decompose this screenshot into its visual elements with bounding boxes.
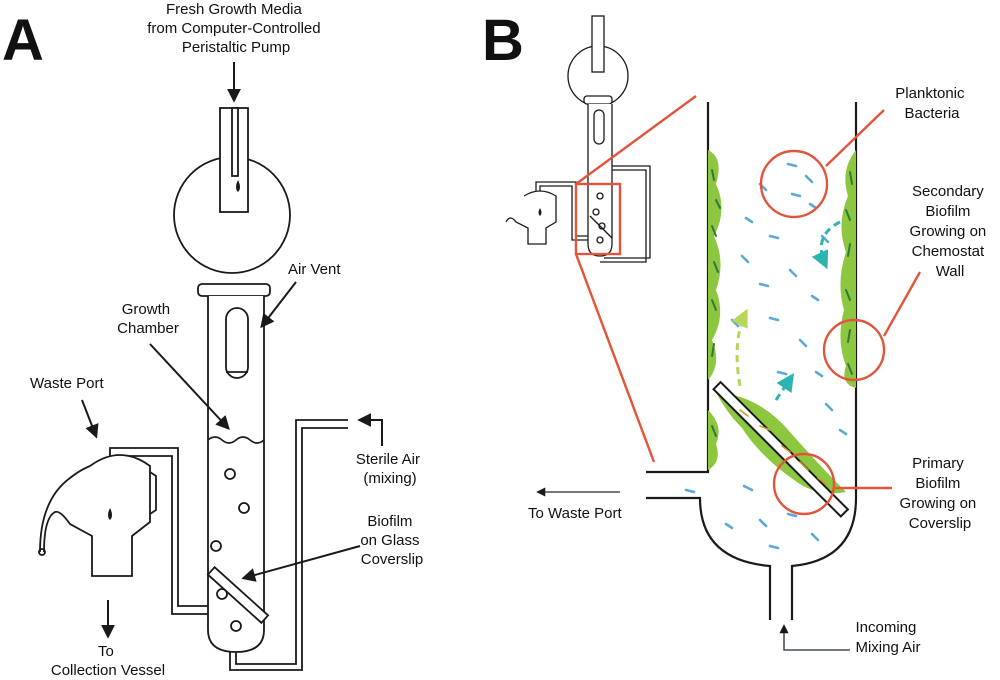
planktonic-leader <box>825 109 885 167</box>
incoming-air-arrow <box>779 624 850 651</box>
left-wall-biofilm-lower <box>708 410 719 470</box>
coverslip-b <box>712 380 850 518</box>
sterile-air-arrow <box>357 413 383 446</box>
detachment-arrow <box>731 308 748 387</box>
enlarged-vessel <box>646 102 858 620</box>
settling-arrow <box>811 220 841 270</box>
right-wall-biofilm <box>840 150 856 388</box>
wall-biofilm <box>708 150 856 470</box>
zoom-box <box>574 182 622 256</box>
incoming-air-label: Incoming Mixing Air <box>855 619 920 656</box>
coverslip-glass <box>712 380 850 518</box>
panel-b: B <box>482 8 991 656</box>
planktonic-bacteria <box>684 162 848 550</box>
sterile-air-label: Sterile Air (mixing) <box>356 451 424 487</box>
biofilm-label: Biofilm on Glass Coverslip <box>360 513 423 568</box>
media-drop-icon <box>236 180 240 192</box>
waste-port-label-b: To Waste Port <box>528 505 622 522</box>
waste-port-label: Waste Port <box>30 375 104 392</box>
secondary-label: Secondary Biofilm Growing on Chemostat W… <box>910 183 991 280</box>
highlight-circles <box>759 109 922 516</box>
planktonic-label: Planktonic Bacteria <box>895 85 968 122</box>
secondary-circle <box>822 318 886 382</box>
wall-biofilm-cells <box>711 169 853 437</box>
biofilm-arrow <box>241 545 361 582</box>
overview-chemostat <box>505 15 651 263</box>
annotation-arrows-a <box>81 62 383 639</box>
growth-chamber-label: Growth Chamber <box>117 301 179 337</box>
panel-a-letter: A <box>2 8 44 73</box>
panel-a: A <box>2 1 424 679</box>
attachment-arrow <box>774 373 794 401</box>
planktonic-circle <box>759 149 829 219</box>
primary-biofilm-cells <box>739 409 827 485</box>
collection-label: To Collection Vessel <box>51 643 165 679</box>
air-vent-arrow <box>260 281 297 329</box>
primary-label: Primary Biofilm Growing on Coverslip <box>900 455 981 532</box>
chemostat-apparatus-a <box>38 107 348 671</box>
air-vent-label: Air Vent <box>288 261 341 278</box>
waste-drop-icon <box>108 508 112 520</box>
growth-chamber-arrow <box>149 343 230 431</box>
overview-drop-icon <box>538 208 542 216</box>
primary-circle <box>772 452 836 516</box>
media-label: Fresh Growth Media from Computer-Control… <box>147 1 325 56</box>
panel-b-letter: B <box>482 8 524 73</box>
secondary-leader <box>882 271 922 337</box>
zoom-connector-top <box>575 95 697 185</box>
zoom-connector-bottom <box>574 253 656 463</box>
waste-port-arrow <box>81 399 99 439</box>
